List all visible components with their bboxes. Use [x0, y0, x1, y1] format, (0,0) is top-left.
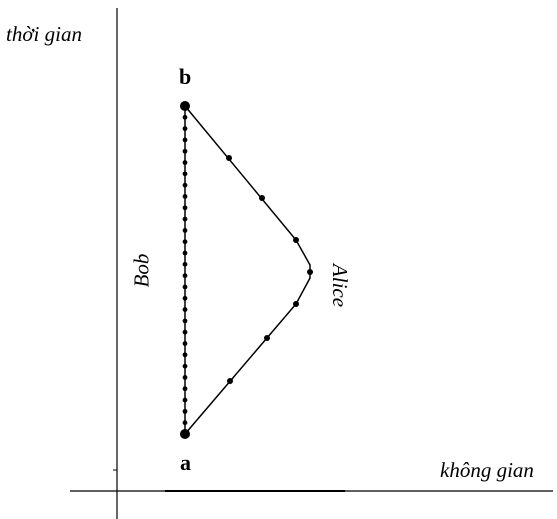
bob-dot: [182, 318, 188, 324]
bob-dot: [182, 273, 188, 279]
bob-dot: [182, 329, 188, 335]
bob-dot: [182, 126, 188, 132]
bob-dot: [182, 386, 188, 392]
bob-dot: [182, 261, 188, 267]
bob-dot: [182, 160, 188, 165]
bob-dot: [182, 341, 188, 346]
alice-dot: [264, 335, 270, 341]
bob-worldline-label: Bob: [129, 253, 154, 288]
bob-dot: [182, 408, 188, 414]
event-a-label: a: [180, 450, 191, 475]
alice-worldline-dots: [226, 155, 313, 384]
bob-dot: [182, 137, 188, 143]
alice-dot: [259, 195, 265, 201]
alice-dot: [293, 237, 299, 243]
bob-dot: [182, 182, 188, 188]
space-axis-label: không gian: [440, 458, 534, 482]
bob-dot: [182, 284, 188, 290]
event-b-label: b: [179, 64, 192, 89]
bob-dot: [182, 352, 188, 358]
bob-dot: [182, 216, 188, 222]
alice-dot: [293, 301, 299, 307]
bob-dot: [182, 420, 188, 426]
bob-dot: [182, 295, 188, 301]
bob-dot: [182, 363, 188, 369]
bob-dot: [182, 148, 188, 154]
alice-dot: [226, 155, 232, 161]
bob-dot: [182, 397, 188, 403]
alice-worldline: [184, 105, 311, 435]
event-a-point: [180, 429, 190, 439]
bob-dot: [182, 194, 188, 199]
bob-dot: [182, 228, 188, 233]
alice-worldline-label: Alice: [328, 263, 353, 308]
bob-dot: [182, 307, 188, 312]
alice-dot: [227, 378, 233, 384]
bob-dot: [182, 171, 188, 177]
time-axis-label: thời gian: [6, 22, 82, 46]
bob-dot: [182, 239, 188, 245]
alice-dot: [307, 269, 313, 275]
bob-dot: [182, 114, 188, 120]
event-b-point: [180, 101, 190, 111]
bob-dot: [182, 205, 188, 211]
bob-dot: [182, 250, 188, 256]
bob-dot: [182, 375, 188, 380]
